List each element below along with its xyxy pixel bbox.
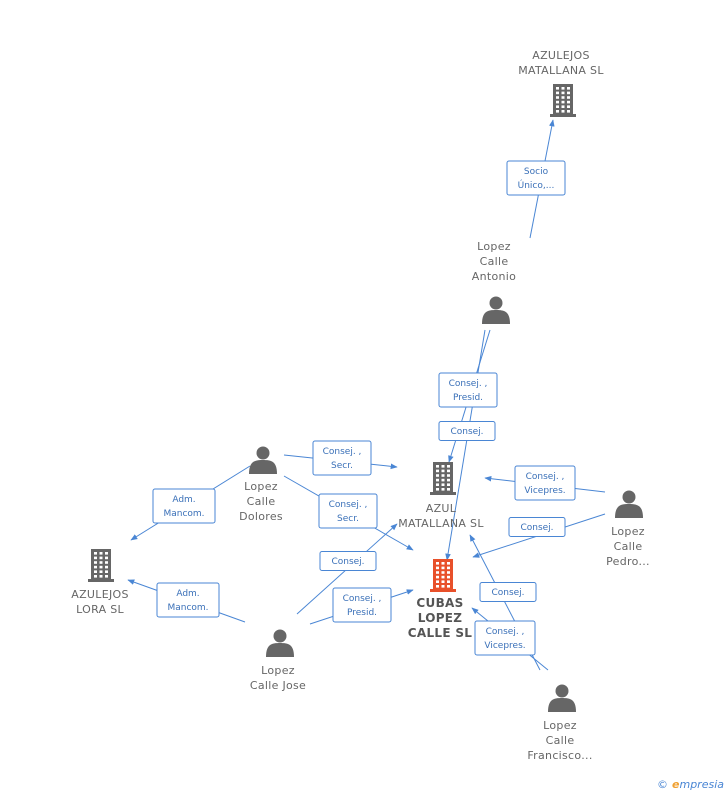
edge-label-text: Consej. ,: [343, 594, 382, 604]
node-label-line: Calle: [480, 255, 509, 268]
edge-label-pedro-consej[interactable]: Consej.: [508, 517, 566, 537]
edge-label-text: Mancom.: [167, 603, 208, 613]
edge-label-text: Consej.: [491, 588, 524, 598]
node-label-line: LOPEZ: [418, 611, 463, 625]
node-label-line: Pedro...: [606, 555, 650, 568]
node-label-line: MATALLANA SL: [518, 64, 604, 77]
edge-label-pedro-vicepres[interactable]: Consej. , Vicepres.: [514, 465, 576, 501]
building-icon: [430, 462, 456, 495]
node-label-line: Antonio: [472, 270, 516, 283]
edge-label-socio-unico[interactable]: SocioÚnico,...: [506, 160, 566, 196]
brand-logo-e: e: [672, 778, 680, 791]
node-label-line: CUBAS: [416, 596, 463, 610]
person-icon: [615, 490, 643, 518]
edge-label-text: Consej. ,: [449, 379, 488, 389]
edge-label-text: Consej.: [331, 557, 364, 567]
node-label-line: Dolores: [239, 510, 283, 523]
edge-label-francisco-consej[interactable]: Consej.: [479, 582, 537, 602]
node-label-line: Lopez: [611, 525, 645, 538]
node-lopez-calle-pedro[interactable]: LopezCallePedro...: [606, 490, 650, 569]
edge-label-dolores-secr-azul[interactable]: Consej. , Secr.: [312, 440, 372, 476]
edge-label-jose-consej[interactable]: Consej.: [319, 551, 377, 571]
edge-label-text: Único,...: [518, 179, 555, 191]
person-icon: [548, 684, 576, 712]
edge-label-text: Secr.: [337, 514, 359, 524]
edge-label-text: Presid.: [347, 608, 377, 618]
edge-label-jose-presid[interactable]: Consej. , Presid.: [332, 587, 392, 623]
node-azul-matallana-mid[interactable]: AZUL MATALLANA SL: [398, 462, 484, 530]
edge-label-text: Presid.: [453, 393, 483, 403]
brand-watermark: ©empresia: [657, 778, 724, 791]
edge-label-text: Vicepres.: [524, 486, 565, 496]
edge-label-text: Consej. ,: [329, 500, 368, 510]
node-label-line: Calle: [546, 734, 575, 747]
edge-label-francisco-vicepres[interactable]: Consej. , Vicepres.: [474, 620, 536, 656]
edge-label-text: Secr.: [331, 461, 353, 471]
node-label-line: Lopez: [244, 480, 278, 493]
node-label-line: Lopez: [261, 664, 295, 677]
building-icon: [88, 549, 114, 582]
person-icon: [482, 296, 510, 324]
edge-label-text: Vicepres.: [484, 641, 525, 651]
edge-label-text: Consej.: [450, 427, 483, 437]
edge-label-text: Consej. ,: [323, 447, 362, 457]
node-label-line: CALLE SL: [408, 626, 473, 640]
edge-label-text: Adm.: [176, 589, 199, 599]
copyright-symbol: ©: [657, 778, 669, 791]
edge-label-jose-adm[interactable]: Adm. Mancom.: [156, 582, 220, 618]
node-lopez-calle-francisco[interactable]: LopezCalleFrancisco...: [527, 684, 592, 763]
building-icon: [550, 84, 576, 117]
node-label-line: LORA SL: [76, 603, 124, 616]
node-label-line: AZULEJOS: [71, 588, 128, 601]
edge-arrow: [445, 329, 486, 561]
edge-label-dolores-adm[interactable]: Adm. Mancom.: [152, 488, 216, 524]
node-label-line: Francisco...: [527, 749, 592, 762]
node-label-line: AZULEJOS: [532, 49, 589, 62]
edge-label-text: Consej.: [520, 523, 553, 533]
edge-label-antonio-presid[interactable]: Consej. , Presid.: [438, 372, 498, 408]
node-label-line: Lopez: [543, 719, 577, 732]
node-label-line: MATALLANA SL: [398, 517, 484, 530]
node-azulejos-matallana-top[interactable]: AZULEJOS MATALLANA SL: [518, 49, 604, 117]
edge-label-text: Mancom.: [163, 509, 204, 519]
node-label-line: Calle: [614, 540, 643, 553]
edge-label-text: Consej. ,: [526, 472, 565, 482]
brand-logo-text: mpresia: [679, 778, 724, 791]
node-label-line: AZUL: [426, 502, 457, 515]
edge-label-text: Consej. ,: [486, 627, 525, 637]
edge-label-text: Socio: [524, 167, 549, 177]
building-icon: [430, 559, 456, 592]
edge-label-antonio-consej[interactable]: Consej.: [438, 421, 496, 441]
edge-label-text: Adm.: [172, 495, 195, 505]
person-icon: [266, 629, 294, 657]
person-icon: [249, 446, 277, 474]
node-label-line: Calle Jose: [250, 679, 306, 692]
node-azulejos-lora[interactable]: AZULEJOS LORA SL: [71, 549, 128, 616]
node-label-line: Calle: [247, 495, 276, 508]
node-label-line: Lopez: [477, 240, 511, 253]
edge-label-dolores-secr-cubas[interactable]: Consej. , Secr.: [318, 493, 378, 529]
